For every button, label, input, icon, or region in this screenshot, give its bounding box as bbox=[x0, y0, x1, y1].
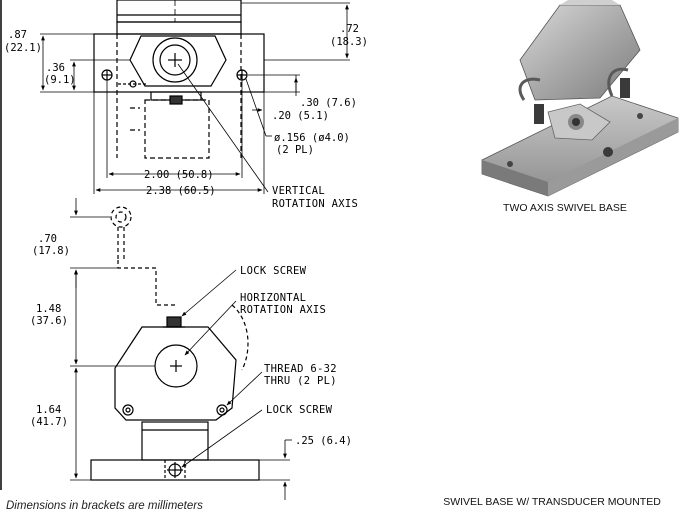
dim-030: .30 (7.6) bbox=[300, 97, 357, 109]
dim-087: .87 bbox=[8, 29, 27, 41]
dim-200: 2.00 (50.8) bbox=[144, 169, 214, 181]
dim-164: 1.64 bbox=[36, 404, 61, 416]
thread-label-2: THRU (2 PL) bbox=[264, 375, 337, 387]
vertical-axis-label-2: ROTATION AXIS bbox=[272, 198, 358, 210]
photo-caption-bottom: SWIVEL BASE W/ TRANSDUCER MOUNTED bbox=[443, 496, 661, 508]
dim-036: .36 bbox=[46, 62, 65, 74]
dim-238: 2.38 (60.5) bbox=[146, 185, 216, 197]
dim-025: .25 (6.4) bbox=[295, 435, 352, 447]
dim-164-mm: (41.7) bbox=[30, 416, 68, 428]
vertical-axis-label-1: VERTICAL bbox=[272, 185, 325, 197]
footnote: Dimensions in brackets are millimeters bbox=[6, 500, 203, 512]
lock-screw-top-label: LOCK SCREW bbox=[240, 265, 307, 277]
dim-072-mm: (18.3) bbox=[330, 36, 368, 48]
side-view bbox=[90, 206, 260, 481]
top-view-dimensions bbox=[40, 0, 350, 194]
dim-070: .70 bbox=[38, 233, 57, 245]
horizontal-axis-label-1: HORIZONTAL bbox=[240, 292, 306, 304]
swivel-base-photo bbox=[481, 0, 679, 197]
horizontal-axis-label-2: ROTATION AXIS bbox=[240, 304, 326, 316]
dim-020: .20 (5.1) bbox=[272, 110, 329, 122]
thread-label-1: THREAD 6-32 bbox=[264, 363, 337, 375]
dim-148: 1.48 bbox=[36, 303, 61, 315]
dim-087-mm: (22.1) bbox=[4, 42, 42, 54]
dim-148-mm: (37.6) bbox=[30, 315, 68, 327]
dim-072: .72 bbox=[340, 23, 359, 35]
dim-070-mm: (17.8) bbox=[32, 245, 70, 257]
top-view bbox=[93, 0, 265, 159]
dim-036-mm: (9.1) bbox=[44, 74, 76, 86]
hole-callout: ø.156 (ø4.0) bbox=[274, 132, 350, 144]
hole-count: (2 PL) bbox=[276, 144, 314, 156]
photo-caption-top: TWO AXIS SWIVEL BASE bbox=[503, 202, 627, 214]
side-view-dimensions bbox=[70, 198, 292, 500]
lock-screw-bottom-label: LOCK SCREW bbox=[266, 404, 333, 416]
